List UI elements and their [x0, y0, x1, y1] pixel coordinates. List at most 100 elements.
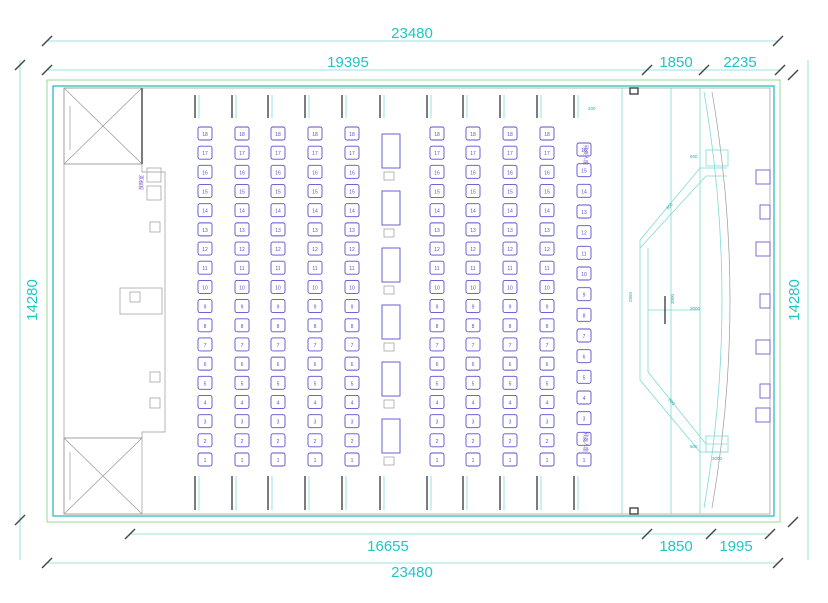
seat[interactable]	[344, 222, 360, 237]
seat[interactable]	[576, 452, 592, 467]
seat[interactable]	[502, 433, 518, 448]
seat[interactable]	[307, 356, 323, 371]
seat[interactable]	[197, 164, 213, 179]
seat[interactable]	[234, 433, 250, 448]
seat[interactable]	[465, 260, 481, 275]
seat[interactable]	[465, 452, 481, 467]
seat[interactable]	[429, 126, 445, 141]
seat[interactable]	[307, 241, 323, 256]
seat[interactable]	[197, 452, 213, 467]
seat[interactable]	[502, 279, 518, 294]
seat[interactable]	[465, 279, 481, 294]
seat[interactable]	[539, 375, 555, 390]
seat[interactable]	[307, 318, 323, 333]
seat[interactable]	[197, 318, 213, 333]
seat[interactable]	[307, 452, 323, 467]
seat[interactable]	[539, 241, 555, 256]
seat[interactable]	[270, 203, 286, 218]
seat[interactable]	[465, 375, 481, 390]
seat[interactable]	[197, 337, 213, 352]
seat[interactable]	[307, 299, 323, 314]
seat[interactable]	[429, 164, 445, 179]
seat[interactable]	[344, 184, 360, 198]
seat[interactable]	[307, 433, 323, 448]
seat[interactable]	[502, 414, 518, 429]
seat[interactable]	[539, 279, 555, 294]
seat[interactable]	[429, 395, 445, 409]
seat[interactable]	[270, 164, 286, 179]
seat[interactable]	[344, 299, 360, 314]
seat[interactable]	[270, 356, 286, 371]
seat[interactable]	[576, 431, 592, 446]
seat[interactable]	[234, 241, 250, 256]
seat[interactable]	[576, 369, 592, 384]
seat[interactable]	[502, 395, 518, 409]
seat[interactable]	[307, 222, 323, 237]
seat[interactable]	[197, 222, 213, 237]
seat[interactable]	[307, 337, 323, 352]
seat[interactable]	[344, 452, 360, 467]
seat[interactable]	[576, 266, 592, 281]
seat[interactable]	[270, 279, 286, 294]
seat[interactable]	[344, 279, 360, 294]
seat[interactable]	[576, 183, 592, 198]
seat[interactable]	[539, 356, 555, 371]
seat[interactable]	[270, 126, 286, 141]
seat[interactable]	[465, 337, 481, 352]
seat[interactable]	[465, 318, 481, 333]
seat[interactable]	[344, 164, 360, 179]
seat[interactable]	[344, 337, 360, 352]
seat[interactable]	[576, 287, 592, 302]
seat[interactable]	[576, 411, 592, 426]
seat[interactable]	[307, 260, 323, 275]
seat[interactable]	[502, 126, 518, 141]
seat[interactable]	[429, 203, 445, 218]
seat[interactable]	[429, 337, 445, 352]
seat[interactable]	[465, 126, 481, 141]
seat[interactable]	[502, 299, 518, 314]
seat[interactable]	[270, 241, 286, 256]
seat[interactable]	[502, 241, 518, 256]
seat[interactable]	[307, 395, 323, 409]
seat[interactable]	[429, 279, 445, 294]
seat[interactable]	[429, 318, 445, 333]
seat[interactable]	[234, 279, 250, 294]
seat[interactable]	[429, 184, 445, 198]
seat[interactable]	[502, 145, 518, 160]
seat[interactable]	[429, 260, 445, 275]
seat[interactable]	[576, 245, 592, 260]
seat[interactable]	[576, 349, 592, 364]
seat[interactable]	[539, 318, 555, 333]
seat[interactable]	[539, 260, 555, 275]
seat[interactable]	[270, 337, 286, 352]
seat[interactable]	[234, 452, 250, 467]
seat[interactable]	[234, 222, 250, 237]
seat[interactable]	[429, 356, 445, 371]
seat[interactable]	[270, 318, 286, 333]
seat[interactable]	[429, 452, 445, 467]
seat[interactable]	[502, 203, 518, 218]
seat[interactable]	[234, 395, 250, 409]
seat[interactable]	[344, 318, 360, 333]
seat[interactable]	[307, 279, 323, 294]
seat[interactable]	[502, 318, 518, 333]
seat[interactable]	[539, 222, 555, 237]
seat[interactable]	[576, 307, 592, 322]
seat[interactable]	[344, 203, 360, 218]
seat[interactable]	[429, 433, 445, 448]
seat[interactable]	[270, 145, 286, 160]
seat[interactable]	[465, 184, 481, 198]
seat[interactable]	[576, 225, 592, 240]
seat[interactable]	[344, 241, 360, 256]
seat[interactable]	[539, 433, 555, 448]
seat[interactable]	[429, 375, 445, 390]
seat[interactable]	[234, 145, 250, 160]
seat[interactable]	[465, 433, 481, 448]
seat[interactable]	[197, 184, 213, 198]
seat[interactable]	[429, 222, 445, 237]
seat[interactable]	[197, 414, 213, 429]
seat[interactable]	[307, 375, 323, 390]
seat[interactable]	[307, 184, 323, 198]
seat[interactable]	[576, 163, 592, 178]
seat[interactable]	[344, 414, 360, 429]
